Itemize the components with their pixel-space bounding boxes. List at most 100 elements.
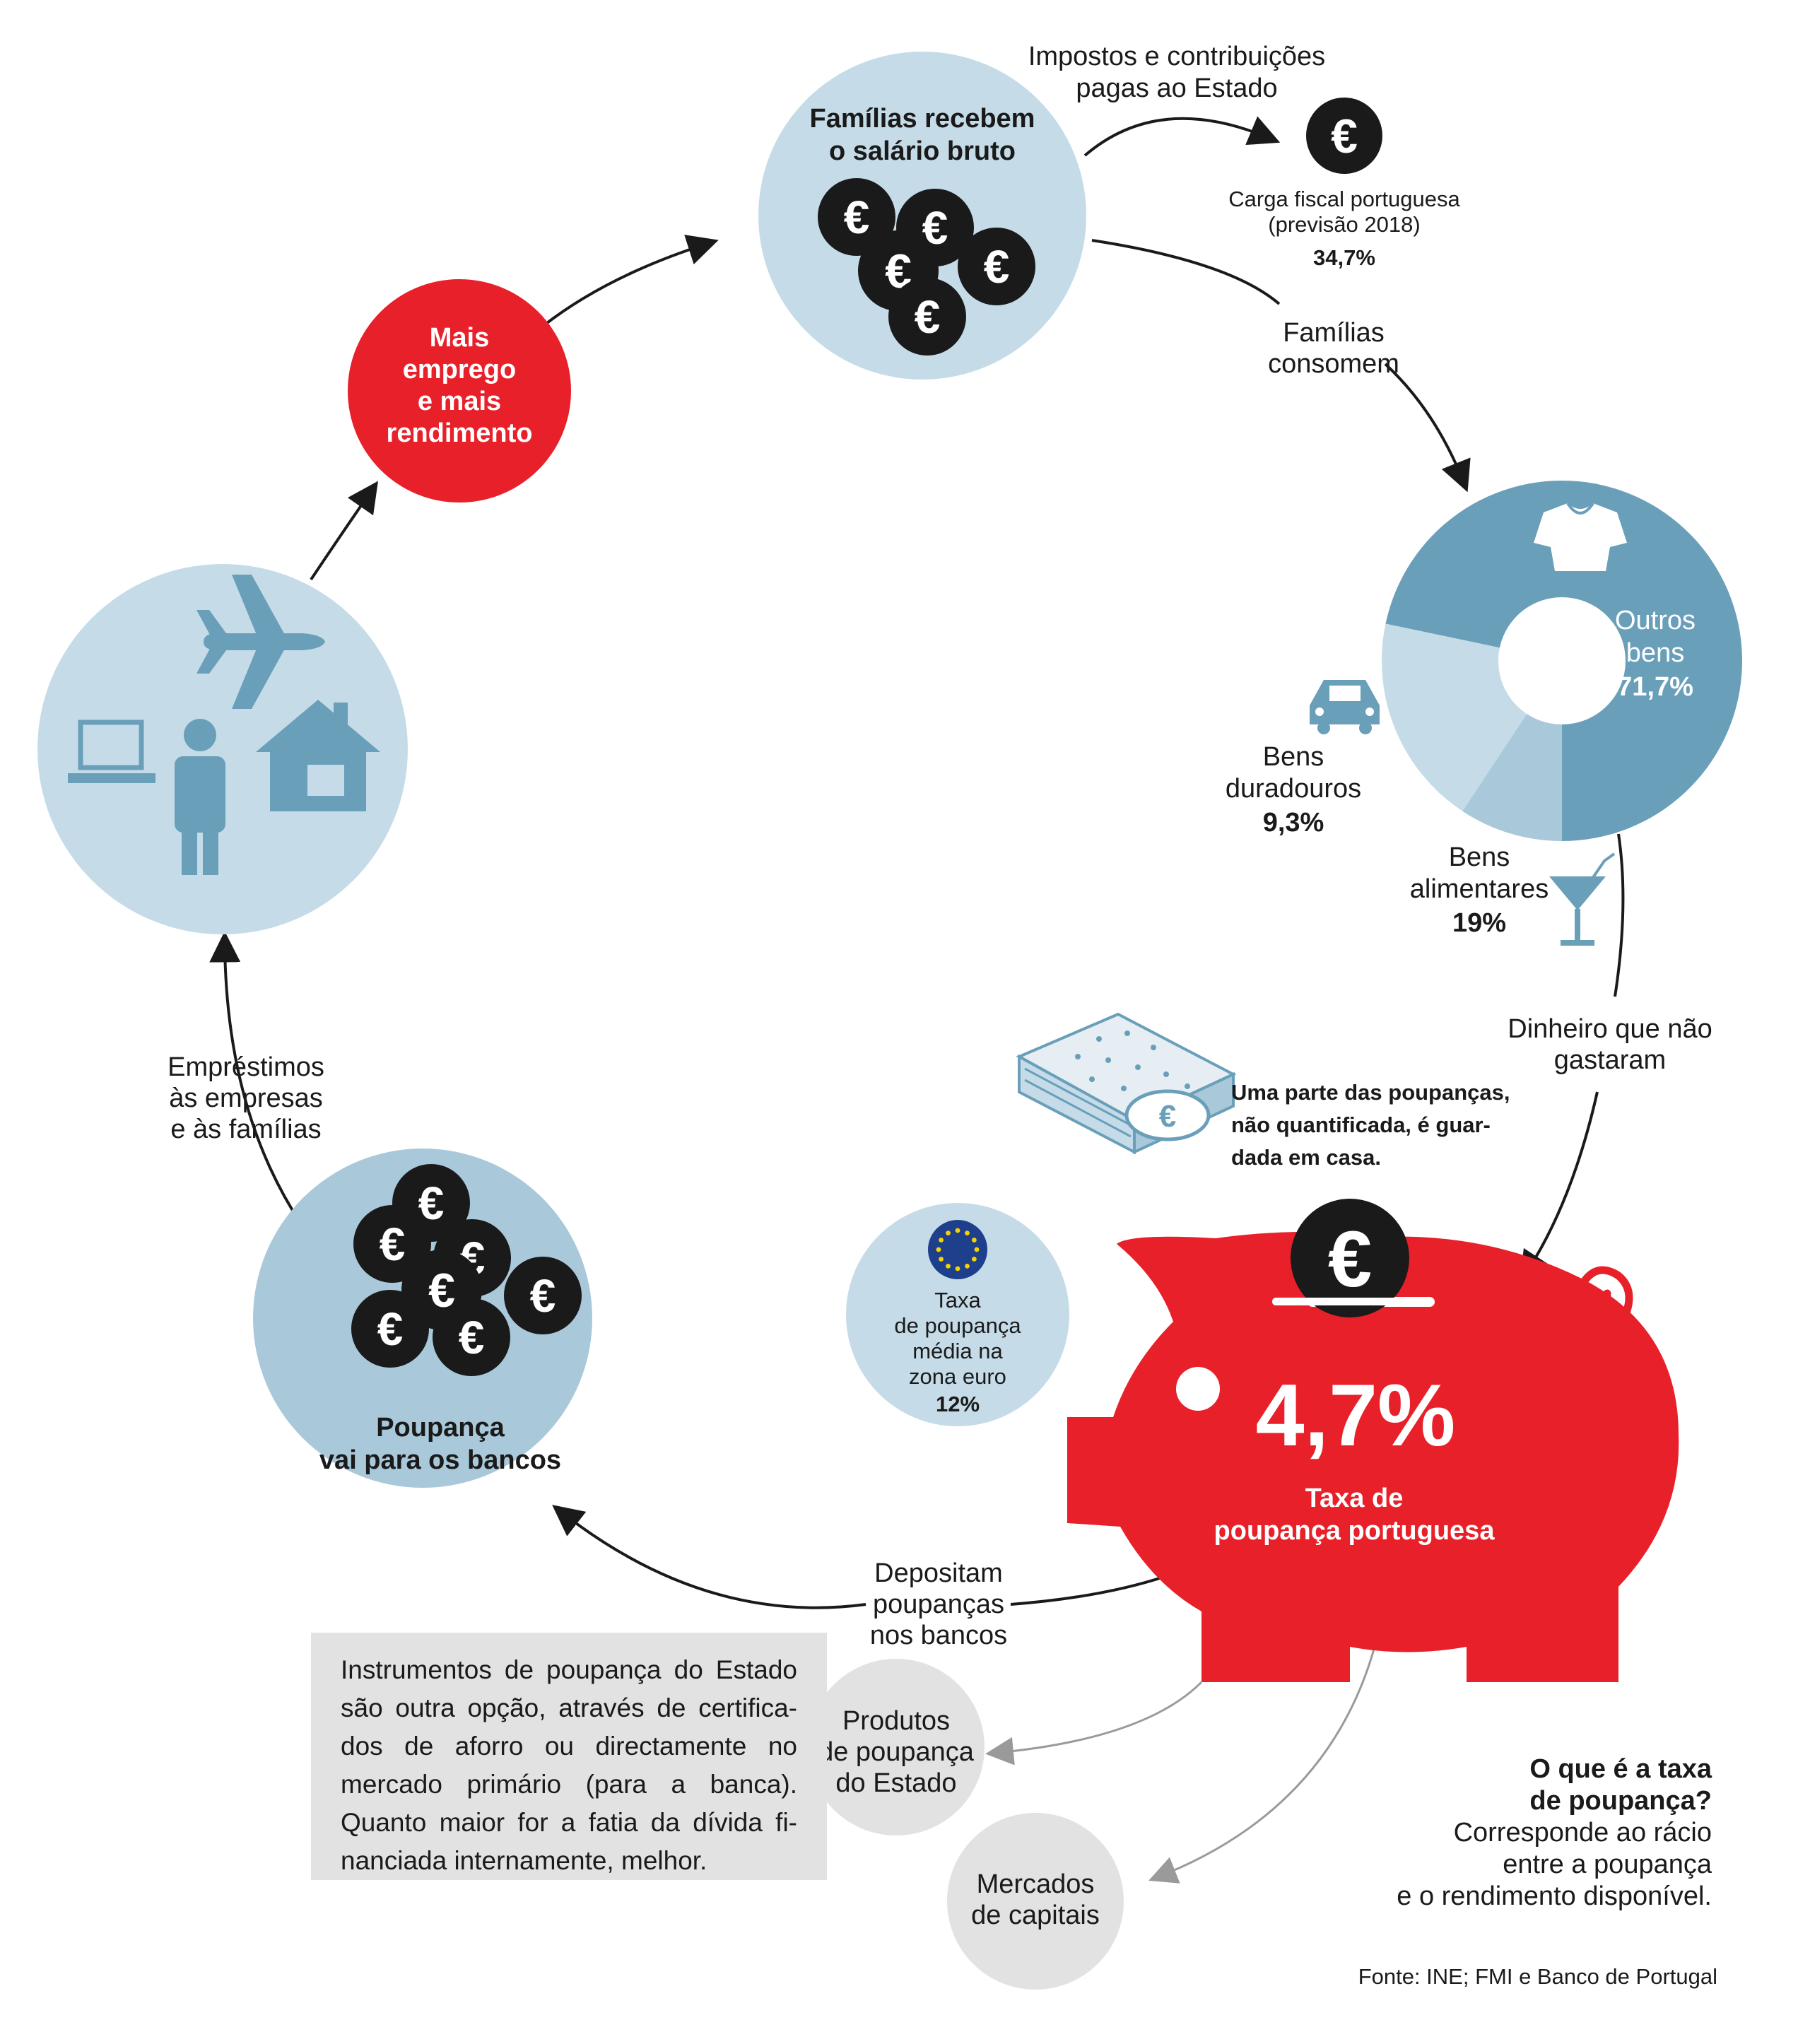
eu-star — [955, 1228, 960, 1233]
eu-star — [955, 1266, 960, 1271]
deposit-label-1: Depositam — [874, 1558, 1003, 1588]
mattress-note-2: não quantificada, é guar- — [1231, 1112, 1491, 1137]
arrow-piggy-to-capital-markets — [1148, 1646, 1376, 1884]
svg-text:€: € — [915, 290, 941, 343]
person-icon — [175, 719, 225, 875]
euro-coins-pile: € € € € € € € — [351, 1164, 582, 1376]
svg-text:€: € — [1328, 1215, 1372, 1303]
arrow-bank-to-investment — [209, 931, 302, 1224]
mattress-note-1: Uma parte das poupanças, — [1231, 1080, 1510, 1105]
definition-title-2: de poupança? — [1529, 1786, 1712, 1816]
slice-label-outros-1: Outros — [1615, 606, 1696, 635]
shirt-icon — [1534, 502, 1627, 571]
eu-star — [971, 1238, 977, 1243]
capital-markets-label-2: de capitais — [971, 1901, 1100, 1930]
eu-star — [971, 1257, 977, 1262]
laptop-icon — [68, 719, 155, 783]
consume-label-2: consomem — [1268, 349, 1399, 379]
svg-text:€: € — [1331, 110, 1358, 163]
investment-circle — [37, 564, 408, 934]
euro-zone-circle — [846, 1203, 1069, 1426]
bank-label-1: Poupança — [376, 1413, 505, 1443]
bank-label-2: vai para os bancos — [319, 1445, 561, 1475]
tax-burden-value: 34,7% — [1313, 245, 1375, 270]
euro-coin-icon: € — [504, 1257, 582, 1334]
employment-label-3: e mais — [418, 387, 501, 416]
euro-coin-icon: € — [958, 228, 1035, 305]
capital-markets-circle — [947, 1813, 1124, 1990]
capital-markets-node: Mercados de capitais — [947, 1813, 1124, 1990]
arrow-piggy-to-bank-right — [1010, 1575, 1167, 1606]
euro-zone-label-3: média na — [912, 1339, 1003, 1363]
eu-star — [974, 1247, 980, 1252]
state-products-node: Produtos de poupança do Estado — [808, 1659, 985, 1836]
loans-label-1: Empréstimos — [168, 1052, 324, 1082]
slice-label-duradouros-2: duradouros — [1226, 774, 1361, 804]
arrow-piggy-to-bank — [552, 1505, 866, 1609]
slice-label-alimentares-1: Bens — [1449, 842, 1510, 872]
piggy-eye — [1176, 1367, 1220, 1411]
taxes-label-2: pagas ao Estado — [1076, 74, 1277, 103]
svg-text:€: € — [418, 1177, 445, 1229]
arrow-piggy-to-state-products — [985, 1681, 1203, 1766]
source-note: Fonte: INE; FMI e Banco de Portugal — [1358, 1964, 1717, 1989]
consume-label-1: Famílias — [1283, 318, 1385, 348]
mattress-icon: € — [1016, 1012, 1237, 1155]
svg-text:€: € — [1159, 1099, 1176, 1134]
definition-title-1: O que é a taxa — [1529, 1754, 1712, 1784]
state-instruments-info-box: Instrumentos de poupança do Estado são o… — [311, 1633, 827, 1880]
eu-star — [936, 1247, 941, 1252]
piggy-label-1: Taxa de — [1305, 1484, 1404, 1513]
not-spent-label-1: Dinheiro que não — [1508, 1014, 1712, 1044]
house-icon — [256, 700, 380, 811]
capital-markets-label-1: Mercados — [977, 1869, 1095, 1899]
slice-label-alimentares-2: alimentares — [1410, 874, 1549, 904]
deposit-label-3: nos bancos — [870, 1621, 1007, 1650]
euro-coin-icon: € — [818, 178, 895, 256]
employment-label-1: Mais — [430, 323, 489, 353]
arrow-salary-to-taxes — [1083, 116, 1281, 157]
eu-star — [946, 1230, 951, 1236]
euro-zone-rate-node: Taxa de poupança média na zona euro 12% — [846, 1203, 1069, 1426]
car-icon — [1310, 680, 1380, 734]
tax-burden-label-2: (previsão 2018) — [1268, 212, 1420, 237]
eu-star — [939, 1257, 944, 1262]
employment-label-2: emprego — [403, 355, 516, 384]
secondary-arrows — [985, 1646, 1376, 1884]
slice-label-duradouros-1: Bens — [1263, 742, 1324, 772]
svg-text:€: € — [428, 1264, 455, 1317]
arrow-consumption — [1384, 363, 1471, 493]
state-products-label-3: do Estado — [835, 1768, 956, 1798]
cycle-arrows — [209, 116, 1625, 1609]
slice-label-outros-2: bens — [1626, 638, 1684, 668]
loans-label-2: às empresas — [169, 1083, 323, 1113]
svg-text:€: € — [844, 191, 870, 243]
salary-label-2: o salário bruto — [829, 136, 1016, 166]
cocktail-glass-icon — [1549, 852, 1616, 946]
eu-star — [965, 1230, 970, 1236]
euro-zone-label-4: zona euro — [909, 1364, 1006, 1389]
donut-hole — [1498, 597, 1626, 724]
salary-node: Famílias recebem o salário bruto € € € €… — [758, 52, 1086, 380]
euro-zone-value: 12% — [936, 1392, 980, 1416]
euro-coin-icon: € — [1124, 1089, 1211, 1141]
employment-label-4: rendimento — [387, 418, 533, 448]
state-products-circle — [808, 1659, 985, 1836]
euro-coin-icon: € — [1291, 1199, 1409, 1317]
not-spent-label-2: gastaram — [1554, 1045, 1666, 1075]
euro-coin-icon: € — [392, 1164, 470, 1242]
eu-star — [946, 1263, 951, 1269]
piggy-body — [1067, 1231, 1679, 1682]
definition-line-3: e o rendimento disponível. — [1397, 1881, 1712, 1911]
piggy-label-2: poupança portuguesa — [1214, 1516, 1496, 1546]
svg-text:€: € — [530, 1269, 556, 1322]
arrow-not-spent — [1520, 1091, 1599, 1283]
euro-coin-icon: € — [1306, 98, 1382, 174]
taxes-label-1: Impostos e contribuições — [1028, 42, 1325, 71]
svg-text:€: € — [377, 1303, 404, 1355]
definition-line-1: Corresponde ao rácio — [1454, 1818, 1712, 1848]
euro-zone-label-2: de poupança — [894, 1313, 1021, 1338]
definition-block: O que é a taxa de poupança? Corresponde … — [1397, 1754, 1712, 1911]
euro-coin-icon: € — [401, 1250, 482, 1330]
